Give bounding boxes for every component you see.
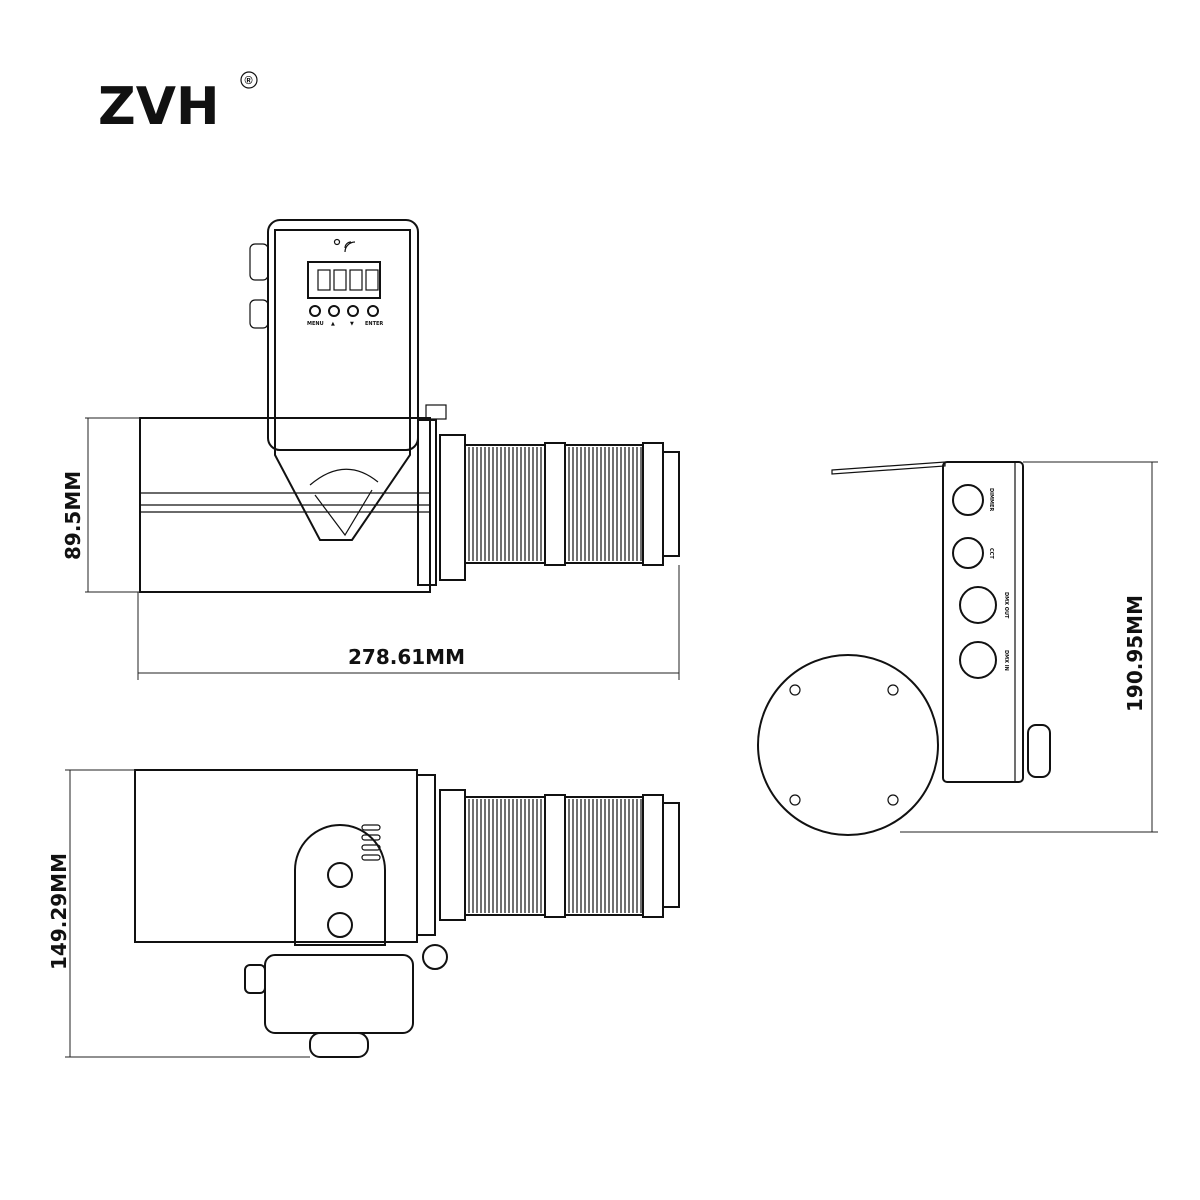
control-housing [267, 219, 419, 451]
top-height-label: 149.29MM [47, 853, 71, 970]
enter-button[interactable] [367, 305, 379, 317]
logo-text: ZVH [98, 77, 219, 137]
mount-bracket [294, 824, 386, 946]
cct-label: CCT [988, 548, 994, 559]
dmx-in-connector[interactable] [959, 641, 997, 679]
down-label: ▼ [350, 321, 354, 327]
control-panel [274, 229, 411, 541]
front-view: MENU ▲ ▼ ENTER [139, 219, 680, 593]
dimmer-knob[interactable] [952, 484, 984, 516]
lens-barrel [464, 442, 680, 566]
up-button[interactable] [328, 305, 340, 317]
logo-registered: ® [245, 75, 253, 87]
side-view: DIMMER CCT DMX OUT DMX IN [757, 461, 1051, 836]
down-button[interactable] [347, 305, 359, 317]
front-dimensions: 89.5MM 278.61MM [61, 417, 680, 680]
top-view [134, 769, 680, 1058]
enter-label: ENTER [365, 321, 383, 327]
up-label: ▲ [331, 321, 335, 327]
dmx-out-connector[interactable] [959, 586, 997, 624]
cct-knob[interactable] [952, 537, 984, 569]
side-height-label: 190.95MM [1123, 595, 1147, 712]
menu-button[interactable] [309, 305, 321, 317]
length-label: 278.61MM [348, 645, 465, 669]
front-height-label: 89.5MM [61, 471, 85, 560]
dimmer-label: DIMMER [988, 488, 994, 511]
wireless-icon [333, 238, 356, 253]
brand-logo: ZVH ® [98, 71, 258, 137]
round-housing [757, 654, 939, 836]
dmx-out-label: DMX OUT [1003, 592, 1009, 619]
dmx-in-label: DMX IN [1003, 650, 1009, 671]
menu-label: MENU [307, 321, 324, 327]
top-dimensions: 149.29MM [47, 769, 310, 1058]
side-dimensions: 190.95MM [900, 461, 1158, 833]
led-display [307, 261, 381, 299]
